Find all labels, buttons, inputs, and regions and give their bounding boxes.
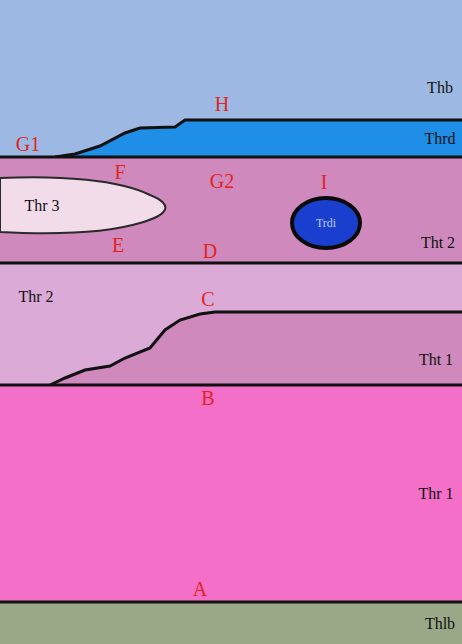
thr1-layer (0, 385, 462, 602)
point-label: F (114, 162, 125, 182)
thr3-lens (0, 177, 165, 233)
point-label: G1 (16, 134, 40, 154)
unit-label: Tht 1 (419, 352, 453, 368)
thr2-layer (0, 263, 462, 385)
unit-label: Thr 3 (24, 198, 59, 214)
contact-line (0, 262, 462, 265)
unit-label: Thrd (424, 131, 455, 147)
point-label: B (201, 388, 214, 408)
thb-layer (0, 0, 462, 160)
point-label: H (215, 94, 229, 114)
unit-label: Thr 2 (18, 289, 53, 305)
contact-line (0, 601, 462, 604)
tht2-layer (0, 157, 462, 263)
contact-line (0, 384, 462, 387)
unit-label: Thr 1 (418, 486, 453, 502)
thrd-top (55, 120, 462, 157)
unit-label: Thlb (425, 616, 455, 632)
thr2-base (50, 312, 462, 385)
intrusion-ellipse (292, 198, 360, 248)
point-label: C (201, 289, 214, 309)
tht1-layer (50, 312, 462, 385)
point-label: D (203, 241, 217, 261)
intrusion-label: Trdi (316, 216, 336, 231)
contact-line (0, 156, 462, 159)
point-label: E (112, 235, 124, 255)
point-label: I (321, 172, 328, 192)
thlb-layer (0, 602, 462, 644)
unit-label: Thb (427, 80, 453, 96)
intrusion-body: Trdi (290, 196, 362, 250)
unit-label: Tht 2 (421, 235, 455, 251)
point-label: G2 (210, 171, 234, 191)
thrd-layer (55, 120, 462, 157)
point-label: A (193, 579, 207, 599)
